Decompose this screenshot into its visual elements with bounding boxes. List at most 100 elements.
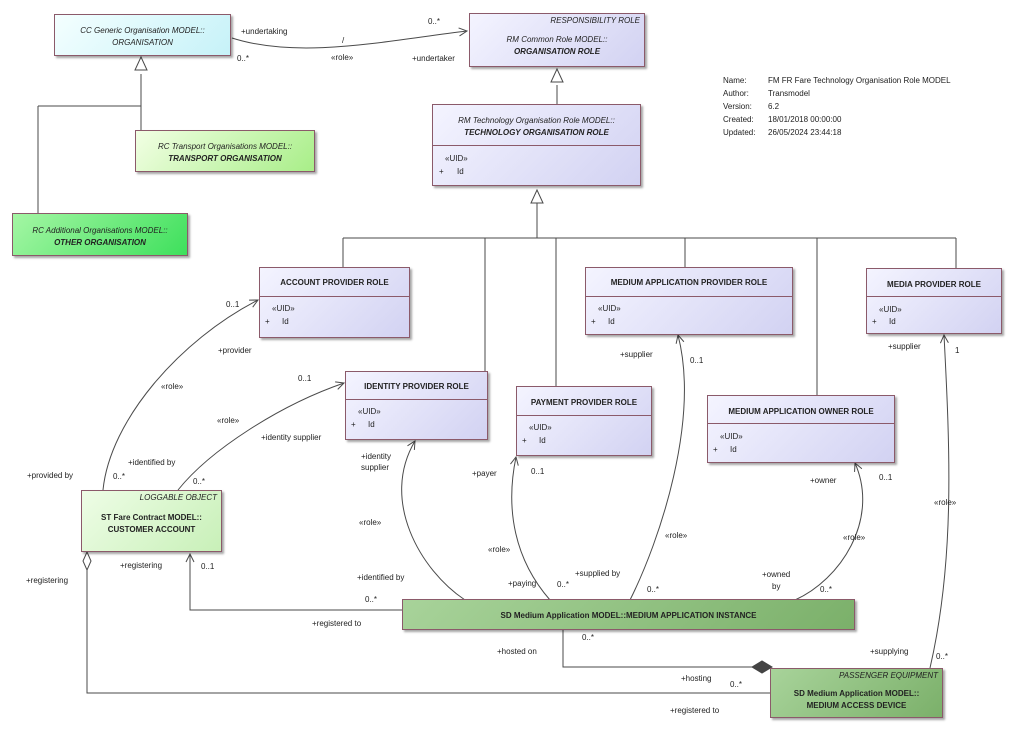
account-provider-name: ACCOUNT PROVIDER ROLE <box>280 278 389 287</box>
label-identified-by-ca: +identified by <box>128 458 176 467</box>
label-supplying-mult: 0..* <box>936 652 949 661</box>
label-own-role: «role» <box>843 533 866 542</box>
label-identity-supplier2b: supplier <box>361 463 390 472</box>
label-undertaking: +undertaking <box>241 27 288 36</box>
payment-provider-attr-id: Id <box>539 436 546 445</box>
label-pay-role: «role» <box>488 545 511 554</box>
organisation-role-name: ORGANISATION ROLE <box>513 47 601 56</box>
association-device-mediaprovider <box>929 335 950 669</box>
access-device-name: MEDIUM ACCESS DEVICE <box>806 701 907 710</box>
association-account-identity <box>177 383 344 491</box>
meta-version: 6.2 <box>768 102 780 111</box>
label-supplier2: +supplier <box>888 342 921 351</box>
label-payer: +payer <box>472 469 497 478</box>
meta-updated: 26/05/2024 23:44:18 <box>768 128 842 137</box>
label-hosted-mult: 0..* <box>582 633 595 642</box>
label-undertaker: +undertaker <box>412 54 455 63</box>
transport-org-name: TRANSPORT ORGANISATION <box>168 154 282 163</box>
label-identity-supplier2a: +identity <box>361 452 392 461</box>
label-provided-mult: 0..* <box>113 472 126 481</box>
medium-app-provider-name: MEDIUM APPLICATION PROVIDER ROLE <box>610 278 768 287</box>
label-provided-by: +provided by <box>27 471 74 480</box>
medium-app-owner-role-class[interactable]: MEDIUM APPLICATION OWNER ROLE «UID» + Id <box>707 395 895 463</box>
generalization-tree <box>342 203 957 395</box>
association-account-provider <box>102 300 258 491</box>
technology-role-attr-id: Id <box>457 167 464 176</box>
access-device-stereotype: PASSENGER EQUIPMENT <box>839 671 938 680</box>
label-paying: +paying <box>508 579 537 588</box>
technology-role-uid: «UID» <box>445 154 468 163</box>
label-reg-mult: 0..1 <box>201 562 215 571</box>
composition-diamond <box>751 660 773 674</box>
generalization-line-org <box>37 74 142 213</box>
label-hosting: +hosting <box>681 674 712 683</box>
label-owned-mult: 0..* <box>820 585 833 594</box>
customer-account-name: CUSTOMER ACCOUNT <box>107 525 196 534</box>
media-provider-attr-id: Id <box>889 317 896 326</box>
transport-org-package: RC Transport Organisations MODEL:: <box>157 142 293 151</box>
medium-app-provider-uid: «UID» <box>598 304 621 313</box>
medium-app-owner-name: MEDIUM APPLICATION OWNER ROLE <box>728 407 874 416</box>
association-instance-payment <box>512 457 551 601</box>
organisation-role-package: RM Common Role MODEL:: <box>506 35 608 44</box>
association-instance-identity <box>401 441 466 601</box>
organisation-name: ORGANISATION <box>112 38 173 47</box>
identity-provider-uid: «UID» <box>358 407 381 416</box>
label-map-role: «role» <box>665 531 688 540</box>
medium-app-provider-attr-vis: + <box>591 317 596 326</box>
label-undertaking-mult: 0..* <box>428 17 441 26</box>
meta-name: FM FR Fare Technology Organisation Role … <box>768 76 951 85</box>
medium-access-device-class[interactable]: PASSENGER EQUIPMENT SD Medium Applicatio… <box>770 668 943 718</box>
association-org-role <box>231 31 467 49</box>
diagram-metadata: Name: FM FR Fare Technology Organisation … <box>723 74 951 139</box>
payment-provider-name: PAYMENT PROVIDER ROLE <box>530 398 638 407</box>
other-organisation-class[interactable]: RC Additional Organisations MODEL:: OTHE… <box>12 213 188 256</box>
label-identified-mult-ca: 0..* <box>193 477 206 486</box>
composition-instance-device <box>562 630 752 668</box>
customer-account-class[interactable]: LOGGABLE OBJECT ST Fare Contract MODEL::… <box>81 490 222 552</box>
label-acc-mult: 0..1 <box>226 300 240 309</box>
transport-organisation-class[interactable]: RC Transport Organisations MODEL:: TRANS… <box>135 130 315 172</box>
payment-provider-separator <box>517 415 651 416</box>
label-slash: / <box>342 36 345 45</box>
generalization-arrowhead-org <box>134 55 148 71</box>
payment-provider-role-class[interactable]: PAYMENT PROVIDER ROLE «UID» + Id <box>516 386 652 456</box>
medium-app-instance-name: SD Medium Application MODEL::MEDIUM APPL… <box>500 611 757 620</box>
meta-author: Transmodel <box>768 89 810 98</box>
media-provider-attr-vis: + <box>872 317 877 326</box>
medium-app-provider-role-class[interactable]: MEDIUM APPLICATION PROVIDER ROLE «UID» +… <box>585 267 793 335</box>
label-identified-mult2: 0..* <box>365 595 378 604</box>
association-instance-owner <box>794 463 864 601</box>
organisation-role-stereotype: RESPONSIBILITY ROLE <box>550 16 640 25</box>
label-owner-mult: 0..1 <box>879 473 893 482</box>
label-acc-role: «role» <box>161 382 184 391</box>
medium-application-instance-class[interactable]: SD Medium Application MODEL::MEDIUM APPL… <box>402 599 855 630</box>
identity-provider-separator <box>346 399 487 400</box>
medium-app-owner-uid: «UID» <box>720 432 743 441</box>
label-registering2: +registering <box>26 576 69 585</box>
media-provider-separator <box>867 296 1001 297</box>
account-provider-attr-id: Id <box>282 317 289 326</box>
label-id-mult: 0..1 <box>298 374 312 383</box>
aggregation-account-device <box>86 570 770 694</box>
technology-role-class[interactable]: RM Technology Organisation Role MODEL:: … <box>432 104 641 186</box>
meta-name-key: Name: <box>723 76 747 85</box>
label-hosting-mult: 0..* <box>730 680 743 689</box>
label-supplier1: +supplier <box>620 350 653 359</box>
label-mp-role: «role» <box>934 498 957 507</box>
account-provider-uid: «UID» <box>272 304 295 313</box>
label-supplied-mult: 0..* <box>647 585 660 594</box>
account-provider-role-class[interactable]: ACCOUNT PROVIDER ROLE «UID» + Id <box>259 267 410 338</box>
payment-provider-uid: «UID» <box>529 423 552 432</box>
identity-provider-role-class[interactable]: IDENTITY PROVIDER ROLE «UID» + Id <box>345 371 488 440</box>
technology-role-name: TECHNOLOGY ORGANISATION ROLE <box>464 128 609 137</box>
customer-account-package: ST Fare Contract MODEL:: <box>101 513 202 522</box>
label-supplying: +supplying <box>870 647 909 656</box>
organisation-class[interactable]: CC Generic Organisation MODEL:: ORGANISA… <box>54 14 231 56</box>
label-supplier2-mult: 1 <box>955 346 960 355</box>
media-provider-role-class[interactable]: MEDIA PROVIDER ROLE «UID» + Id <box>866 268 1002 334</box>
label-provider: +provider <box>218 346 252 355</box>
label-owned-by-b: by <box>772 582 781 591</box>
other-org-package: RC Additional Organisations MODEL:: <box>32 226 168 235</box>
organisation-role-class[interactable]: RESPONSIBILITY ROLE RM Common Role MODEL… <box>469 13 645 67</box>
